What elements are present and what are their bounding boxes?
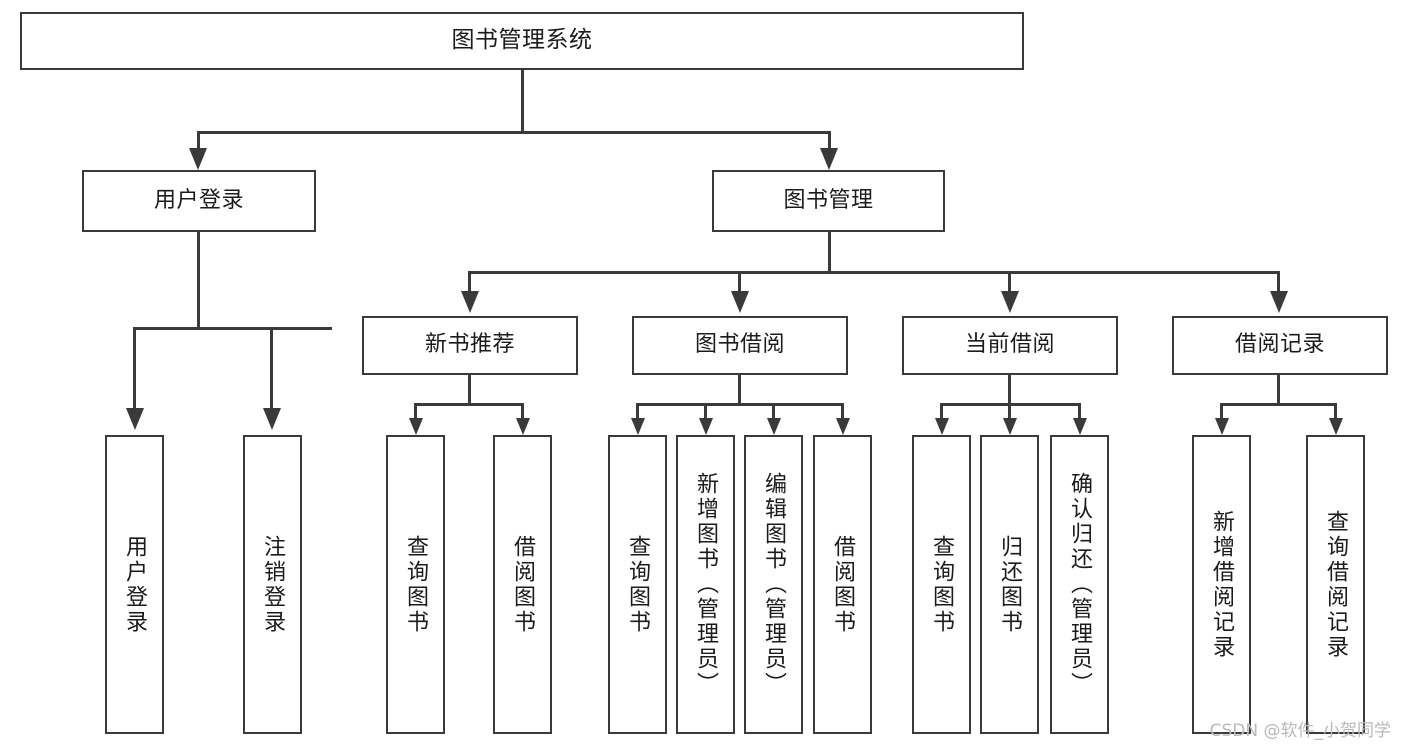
arrowhead-to-book-management [820,148,838,170]
connector-book-borrow-bar [636,403,844,406]
arrowhead-book-borrow [731,291,749,313]
leaf-borrow-book-new-recommend[interactable]: 借阅图书 [493,435,552,734]
node-label: 确认归还（管理员） [1067,472,1093,697]
arrowhead-leaf-query-record [1329,418,1343,435]
connector-current-borrow-stem [1008,375,1011,405]
connector-book-borrow-drop-2 [704,403,707,421]
connector-borrow-records-stem [1277,375,1280,405]
connector-new-book-drop-2 [521,403,524,421]
arrowhead-leaf-borrow-book-nb [516,418,530,435]
connector-user-login-left-drop [133,327,136,411]
leaf-query-borrow-record[interactable]: 查询借阅记录 [1306,435,1365,734]
connector-root-to-book-management [828,131,831,151]
node-label: 新增借阅记录 [1209,509,1235,660]
leaf-edit-book-admin[interactable]: 编辑图书（管理员） [744,435,803,734]
connector-user-login-right-drop [270,327,273,411]
connector-new-book-bar [414,403,524,406]
connector-drop-new-book [468,271,471,293]
connector-new-book-drop-1 [414,403,417,421]
node-label: 用户登录 [122,534,148,635]
leaf-return-book[interactable]: 归还图书 [980,435,1039,734]
connector-new-book-stem [468,375,471,405]
node-label: 借阅图书 [510,534,536,635]
connector-book-management-stem [828,232,831,273]
connector-root-stem [521,70,524,132]
node-label: 图书管理系统 [451,27,593,54]
connector-book-borrow-drop-1 [636,403,639,421]
node-root-book-management-system[interactable]: 图书管理系统 [20,12,1024,70]
connector-current-borrow-drop-1 [940,403,943,421]
connector-borrow-records-drop-1 [1220,403,1223,421]
connector-book-borrow-stem [738,375,741,405]
connector-current-borrow-drop-2 [1008,403,1011,421]
arrowhead-leaf-edit-book [767,418,781,435]
connector-current-borrow-drop-3 [1078,403,1081,421]
arrowhead-leaf-add-record [1215,418,1229,435]
arrowhead-leaf-add-book [699,418,713,435]
node-book-management[interactable]: 图书管理 [712,170,945,232]
connector-book-borrow-drop-4 [841,403,844,421]
connector-borrow-records-bar [1220,403,1337,406]
node-current-borrow[interactable]: 当前借阅 [902,316,1118,375]
node-label: 注销登录 [260,534,286,635]
leaf-add-borrow-record[interactable]: 新增借阅记录 [1192,435,1251,734]
node-label: 查询图书 [929,534,955,635]
leaf-query-book-borrow[interactable]: 查询图书 [608,435,667,734]
node-label: 查询图书 [403,534,429,635]
connector-user-login-bar [133,327,332,330]
leaf-add-book-admin[interactable]: 新增图书（管理员） [676,435,735,734]
arrowhead-to-user-login [189,148,207,170]
arrowhead-borrow-records [1270,291,1288,313]
leaf-query-book-new-recommend[interactable]: 查询图书 [386,435,445,734]
connector-root-bar [197,131,831,134]
connector-level3-bar [468,271,1280,274]
node-label: 当前借阅 [964,332,1055,358]
connector-borrow-records-drop-2 [1334,403,1337,421]
leaf-logout[interactable]: 注销登录 [243,435,302,734]
connector-drop-book-borrow [738,271,741,293]
node-label: 借阅记录 [1234,332,1325,358]
leaf-confirm-return-admin[interactable]: 确认归还（管理员） [1050,435,1109,734]
node-label: 用户登录 [153,187,244,213]
node-new-book-recommend[interactable]: 新书推荐 [362,316,578,375]
arrowhead-leaf-query-book-cb [935,418,949,435]
arrowhead-leaf-user-login [126,408,144,430]
node-user-login[interactable]: 用户登录 [82,170,316,232]
node-label: 借阅图书 [830,534,856,635]
arrowhead-leaf-logout [263,408,281,430]
arrowhead-leaf-query-book-nb [409,418,423,435]
arrowhead-leaf-confirm-return [1073,418,1087,435]
node-label: 归还图书 [997,534,1023,635]
node-label: 新增图书（管理员） [693,472,719,697]
connector-book-borrow-drop-3 [772,403,775,421]
arrowhead-leaf-query-book-bb [631,418,645,435]
leaf-borrow-book[interactable]: 借阅图书 [813,435,872,734]
node-label: 图书借阅 [694,332,785,358]
leaf-query-book-current[interactable]: 查询图书 [912,435,971,734]
node-label: 查询图书 [625,534,651,635]
arrowhead-current-borrow [1001,291,1019,313]
arrowhead-new-book [461,291,479,313]
arrowhead-leaf-borrow-book-bb [836,418,850,435]
connector-root-to-user-login [197,131,200,151]
connector-drop-current-borrow [1008,271,1011,293]
arrowhead-leaf-return-book [1003,418,1017,435]
node-borrow-records[interactable]: 借阅记录 [1172,316,1388,375]
node-label: 查询借阅记录 [1323,509,1349,660]
node-label: 新书推荐 [424,332,515,358]
node-label: 编辑图书（管理员） [761,472,787,697]
node-book-borrow[interactable]: 图书借阅 [632,316,848,375]
connector-drop-borrow-records [1277,271,1280,293]
node-label: 图书管理 [783,187,874,213]
connector-user-login-stem [197,232,200,328]
leaf-user-login[interactable]: 用户登录 [105,435,164,734]
